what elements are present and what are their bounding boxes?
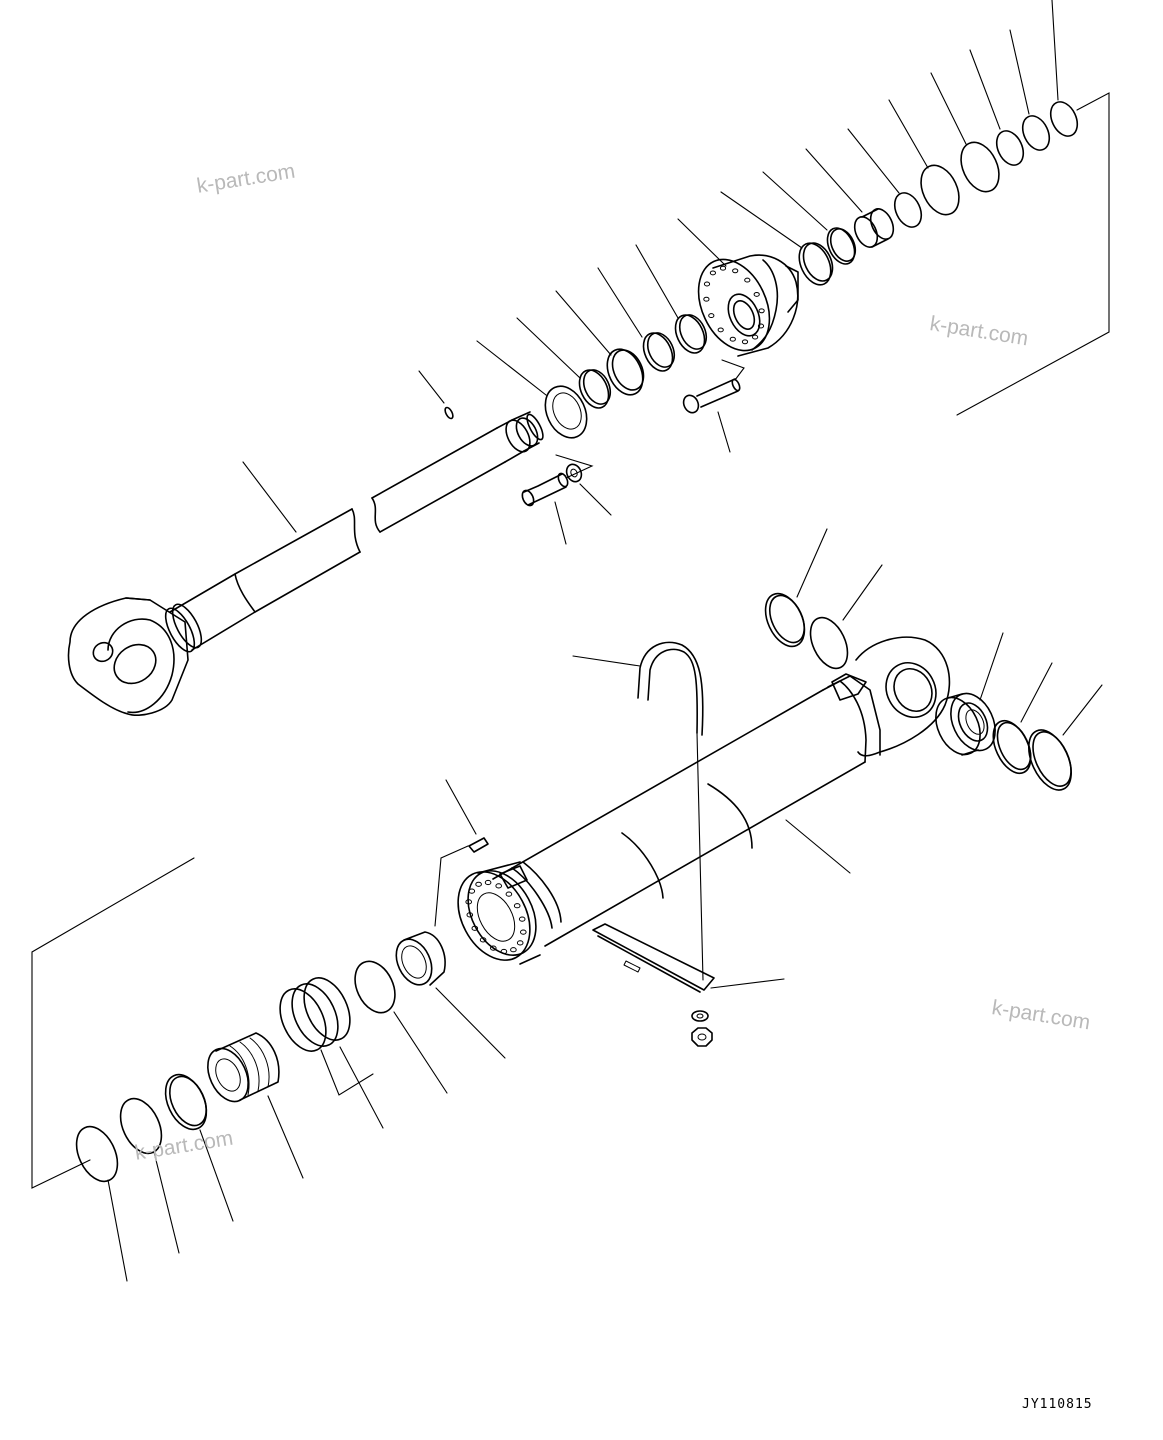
bolt-hole xyxy=(495,883,503,889)
bolt-hole xyxy=(471,925,479,931)
bolt-hole xyxy=(753,291,760,297)
bolt-hole xyxy=(703,281,711,287)
bolt-hole xyxy=(757,323,765,329)
lower-leader-lines xyxy=(31,528,1103,1282)
bolt-hole xyxy=(468,888,476,894)
bolt-hole xyxy=(518,916,526,922)
bolt-hole xyxy=(500,948,508,955)
bolt-hole xyxy=(490,945,497,951)
bolt-hole xyxy=(516,940,524,946)
bolt-hole xyxy=(475,881,482,887)
drawing-code: JY110815 xyxy=(1022,1397,1093,1412)
cylinder-tube xyxy=(457,636,951,965)
bolt-hole xyxy=(466,912,474,918)
bolt-hole xyxy=(513,903,521,909)
bolt-hole xyxy=(703,296,710,302)
bolt-hole xyxy=(465,899,473,905)
piston-assembly xyxy=(75,837,489,1183)
bolt-hole xyxy=(708,313,715,319)
bolt-hole xyxy=(732,268,739,274)
bolt-hole xyxy=(484,879,492,886)
bolt-hole xyxy=(520,929,527,935)
bolt-hole xyxy=(505,891,513,897)
pipe-clamp xyxy=(637,641,704,981)
upper-leader-lines xyxy=(242,0,1110,545)
bolt-hole xyxy=(717,327,724,333)
bolt-hole xyxy=(479,937,487,943)
bolt-hole xyxy=(729,336,736,342)
bolt-hole xyxy=(709,270,717,276)
bolt-hole xyxy=(752,334,759,340)
bolt-hole xyxy=(741,339,749,345)
rod-head xyxy=(697,254,799,357)
clamp-bracket xyxy=(592,923,715,1047)
bolt-hole xyxy=(510,947,517,953)
bolt-hole xyxy=(744,277,751,283)
rear-eye-bushing xyxy=(764,592,1072,791)
piston-rod xyxy=(67,406,544,716)
bolt-hole xyxy=(758,308,765,314)
upper-seals xyxy=(521,101,1079,507)
bolt-hole xyxy=(719,265,727,271)
